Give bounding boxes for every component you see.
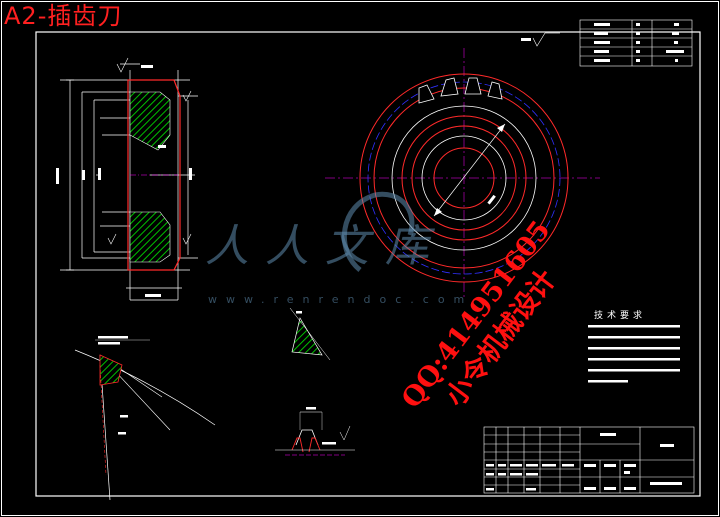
tooth-space-detail xyxy=(275,407,355,456)
title-block xyxy=(483,426,695,494)
front-view xyxy=(325,32,600,300)
watermark-logo xyxy=(342,191,415,272)
watermark-url: www.renrendoc.com xyxy=(208,293,474,306)
technical-requirements-title: 技术要求 xyxy=(594,311,647,321)
rake-angle-detail xyxy=(289,307,331,361)
watermark-brand: 人人文库 xyxy=(205,221,445,272)
tooth-profile-detail xyxy=(74,336,216,501)
technical-notes xyxy=(588,325,680,383)
parameter-table xyxy=(579,19,693,67)
section-view xyxy=(56,57,198,301)
sheet-title: A2-插齿刀 xyxy=(4,2,123,30)
